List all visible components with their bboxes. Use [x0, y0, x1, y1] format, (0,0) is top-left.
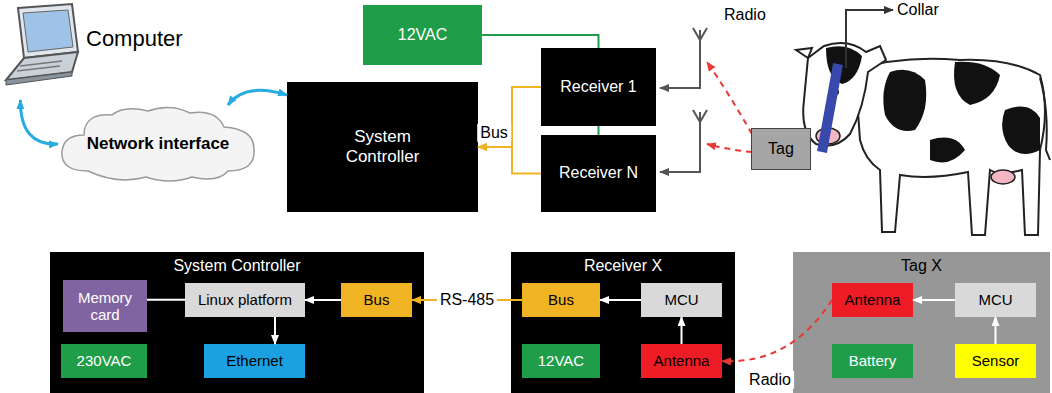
box-label: System Controller: [328, 127, 438, 166]
mcu-box: MCU: [955, 283, 1036, 317]
power-box: 12VAC: [363, 5, 482, 65]
radio-label: Radio: [724, 6, 766, 23]
connector: [20, 100, 58, 144]
box-label: Receiver N: [559, 164, 638, 182]
connector: [600, 299, 641, 301]
receiver-box: Receiver 1: [541, 48, 656, 126]
box-label: MCU: [664, 291, 698, 308]
box-label: Tag: [768, 140, 794, 158]
box-label: Network interface: [87, 134, 230, 154]
power-box: 230VAC: [61, 344, 147, 378]
memory-box: Memory card: [63, 280, 147, 332]
connector: [478, 87, 541, 147]
connector: [305, 299, 341, 301]
power-box: 12VAC: [522, 344, 600, 378]
antenna-box: Antenna: [641, 344, 722, 378]
connector: [598, 126, 600, 135]
connector: [681, 317, 683, 344]
mcu-box: MCU: [641, 283, 722, 317]
connector: [274, 317, 276, 344]
box-label: Computer: [86, 26, 183, 51]
box-label: Bus: [548, 291, 574, 308]
platform-box: Linux platform: [185, 283, 305, 317]
controller-box: System Controller: [287, 82, 478, 212]
laptop-icon: [6, 4, 78, 85]
connector: [482, 35, 599, 48]
callout-label: Collar: [897, 1, 939, 18]
box-label: 12VAC: [538, 352, 584, 369]
connector: [913, 299, 955, 301]
connector: [995, 317, 997, 344]
receiver-panel: Receiver X Bus MCU 12VAC Antenna: [511, 252, 735, 393]
antenna-symbol: [660, 28, 707, 172]
tag-panel: Tag XAntenna MCU Battery Sensor: [793, 252, 1050, 393]
antenna-box: Antenna: [832, 283, 913, 317]
tag-box: Tag: [751, 128, 811, 170]
radio-wave: [707, 62, 752, 152]
box-label: Linux platform: [198, 291, 292, 308]
box-label: 230VAC: [77, 352, 132, 369]
controller-panel: System ControllerMemory card Linux platfo…: [50, 252, 424, 393]
box-label: 12VAC: [398, 26, 448, 44]
edge-label: Radio: [746, 371, 794, 389]
callout-label: Collar: [897, 1, 939, 19]
connector: [147, 299, 185, 301]
box-label: Battery: [849, 352, 897, 369]
network-cloud: Network interface: [58, 105, 258, 183]
box-label: Receiver 1: [560, 78, 636, 96]
box-label: Bus: [364, 291, 390, 308]
edge-label: RS-485: [437, 291, 497, 309]
box-label: System Controller: [173, 257, 300, 275]
box-label: Antenna: [845, 291, 901, 308]
box-label: Tag X: [901, 257, 942, 275]
cow-illustration: [796, 43, 1050, 235]
computer-icon: Computer: [0, 0, 170, 100]
edge-label: Bus: [477, 124, 511, 142]
connector: [478, 147, 541, 174]
box-label: Memory card: [70, 289, 140, 324]
receiver-box: Receiver N: [541, 135, 656, 212]
radio-label: Radio: [724, 6, 766, 24]
connector: [722, 300, 832, 361]
collar-leader: [846, 10, 893, 68]
ethernet-box: Ethernet: [204, 344, 305, 378]
connector: [228, 90, 287, 105]
sensor-box: Sensor: [955, 344, 1036, 378]
box-label: Sensor: [972, 352, 1020, 369]
box-label: MCU: [978, 291, 1012, 308]
bus-box: Bus: [522, 283, 600, 317]
box-label: Receiver X: [584, 257, 662, 275]
bus-box: Bus: [341, 283, 412, 317]
box-label: Ethernet: [226, 352, 283, 369]
box-label: Antenna: [654, 352, 710, 369]
battery-box: Battery: [832, 344, 913, 378]
